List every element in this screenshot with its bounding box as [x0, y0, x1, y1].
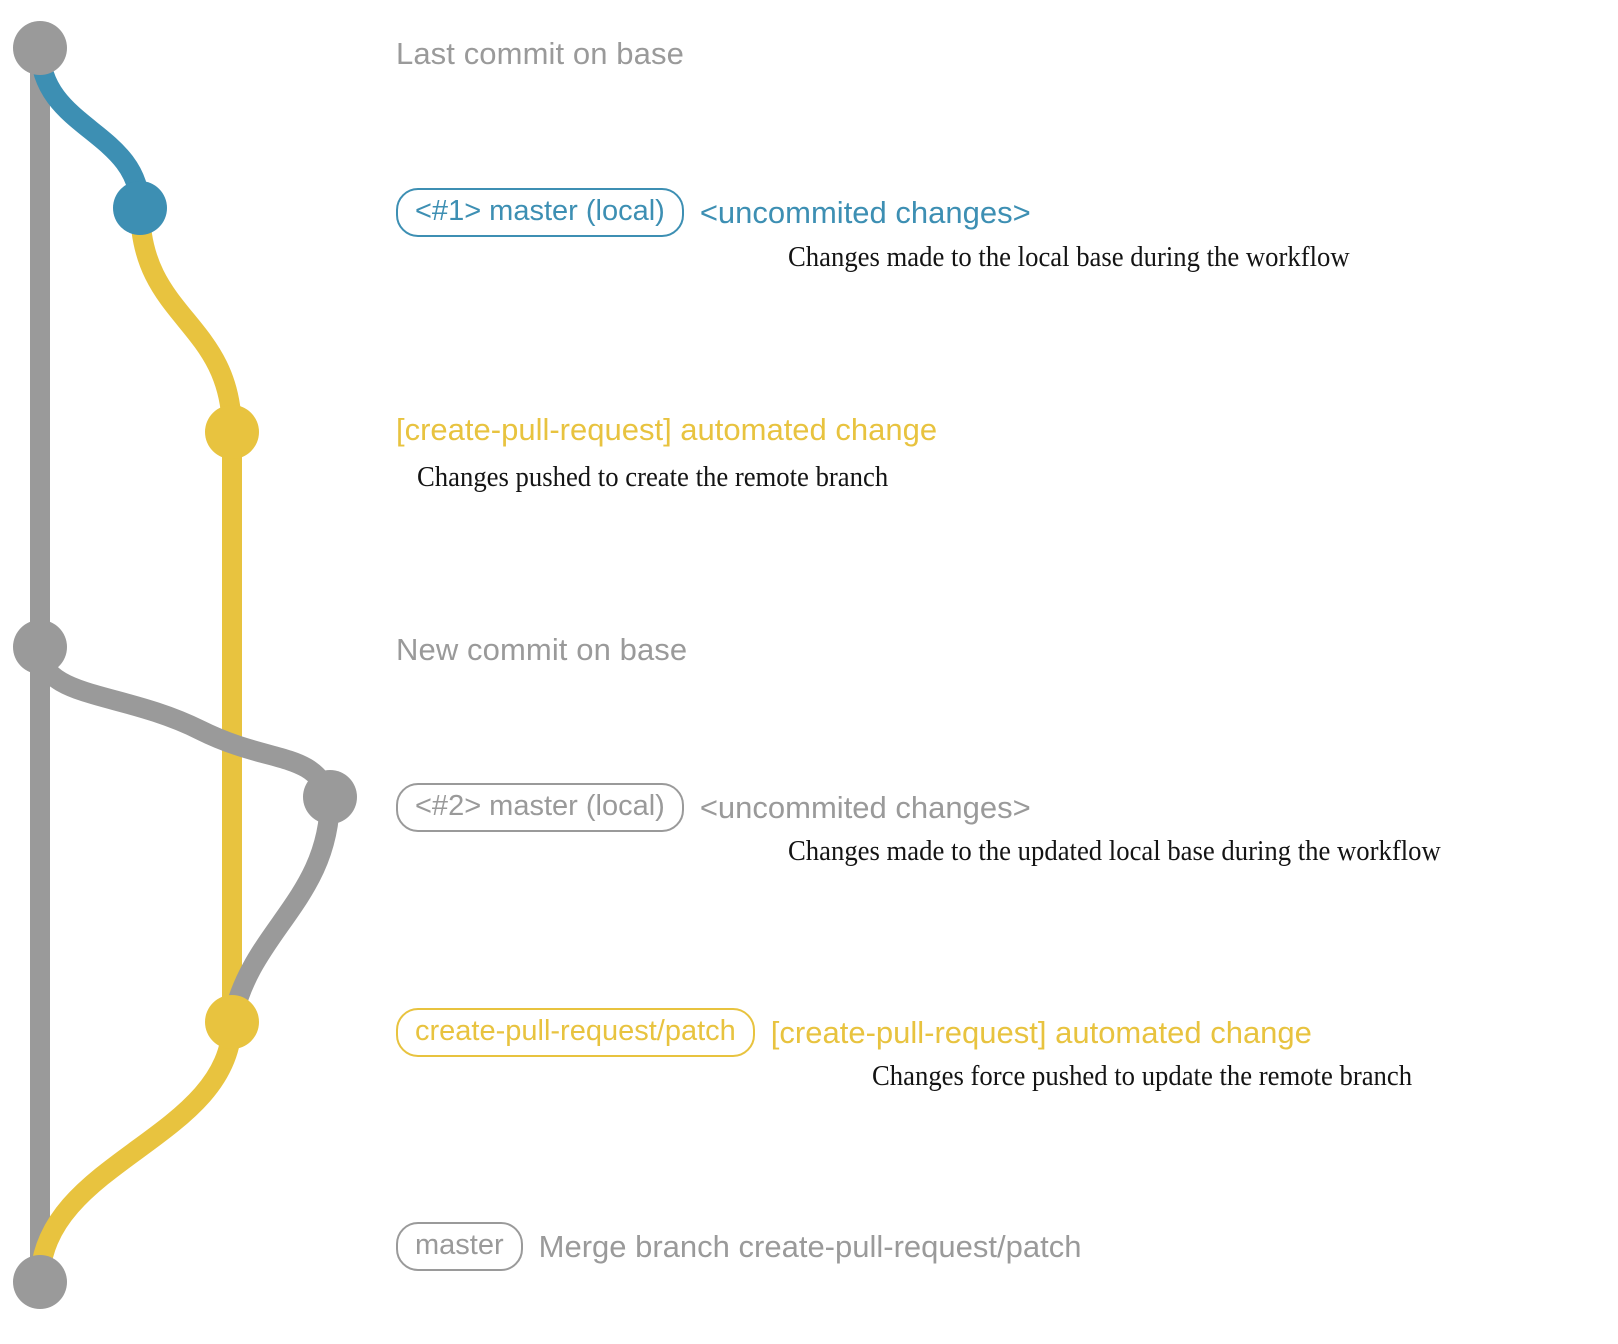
commit-node-local-1[interactable]: [113, 181, 167, 235]
annotation-patch-1: Changes pushed to create the remote bran…: [417, 461, 889, 493]
commit-node-base-1[interactable]: [13, 21, 67, 75]
commit-heading-label-2: New commit on base: [396, 632, 688, 667]
commit-node-base-2[interactable]: [13, 620, 67, 674]
commit-node-patch-2[interactable]: [205, 995, 259, 1049]
edge-base2-to-local2: [30, 637, 340, 807]
edge-local1-to-patch1: [130, 198, 242, 442]
commit-row-last-commit-on-base: Last commit on base: [396, 36, 684, 72]
commit-row-new-commit-on-base: New commit on base: [396, 632, 687, 668]
commit-message-local-2: <uncommited changes>: [699, 789, 1031, 825]
commit-node-patch-1[interactable]: [205, 405, 259, 459]
commit-row-base-3: master Merge branch create-pull-request/…: [396, 1222, 1081, 1271]
commit-message-patch-2: [create-pull-request] automated change: [770, 1014, 1312, 1050]
commit-message-patch-1: [create-pull-request] automated change: [396, 412, 938, 447]
commit-message-local-1: <uncommited changes>: [699, 194, 1031, 230]
commit-node-local-2[interactable]: [303, 770, 357, 824]
commit-node-base-3[interactable]: [13, 1255, 67, 1309]
git-graph-canvas: [13, 21, 357, 1309]
commit-heading-label: Last commit on base: [396, 36, 684, 71]
commit-row-patch-1: [create-pull-request] automated change: [396, 412, 937, 448]
annotation-local-2: Changes made to the updated local base d…: [788, 835, 1441, 867]
annotation-patch-2: Changes force pushed to update the remot…: [872, 1060, 1413, 1092]
edge-patch2-to-base3: [30, 1012, 242, 1292]
annotation-local-1: Changes made to the local base during th…: [788, 241, 1350, 273]
commit-row-patch-2: create-pull-request/patch [create-pull-r…: [396, 1008, 1312, 1057]
branch-badge-local-1[interactable]: <#1> master (local): [396, 188, 684, 237]
commit-row-local-1: <#1> master (local) <uncommited changes>: [396, 188, 1031, 237]
edge-local2-to-patch2: [222, 787, 340, 1032]
commit-row-local-2: <#2> master (local) <uncommited changes>: [396, 783, 1031, 832]
branch-badge-master[interactable]: master: [396, 1222, 523, 1271]
branch-badge-local-2[interactable]: <#2> master (local): [396, 783, 684, 832]
edge-base1-to-local1: [30, 38, 150, 218]
branch-badge-patch-2[interactable]: create-pull-request/patch: [396, 1008, 755, 1057]
commit-message-base-3: Merge branch create-pull-request/patch: [538, 1228, 1082, 1264]
